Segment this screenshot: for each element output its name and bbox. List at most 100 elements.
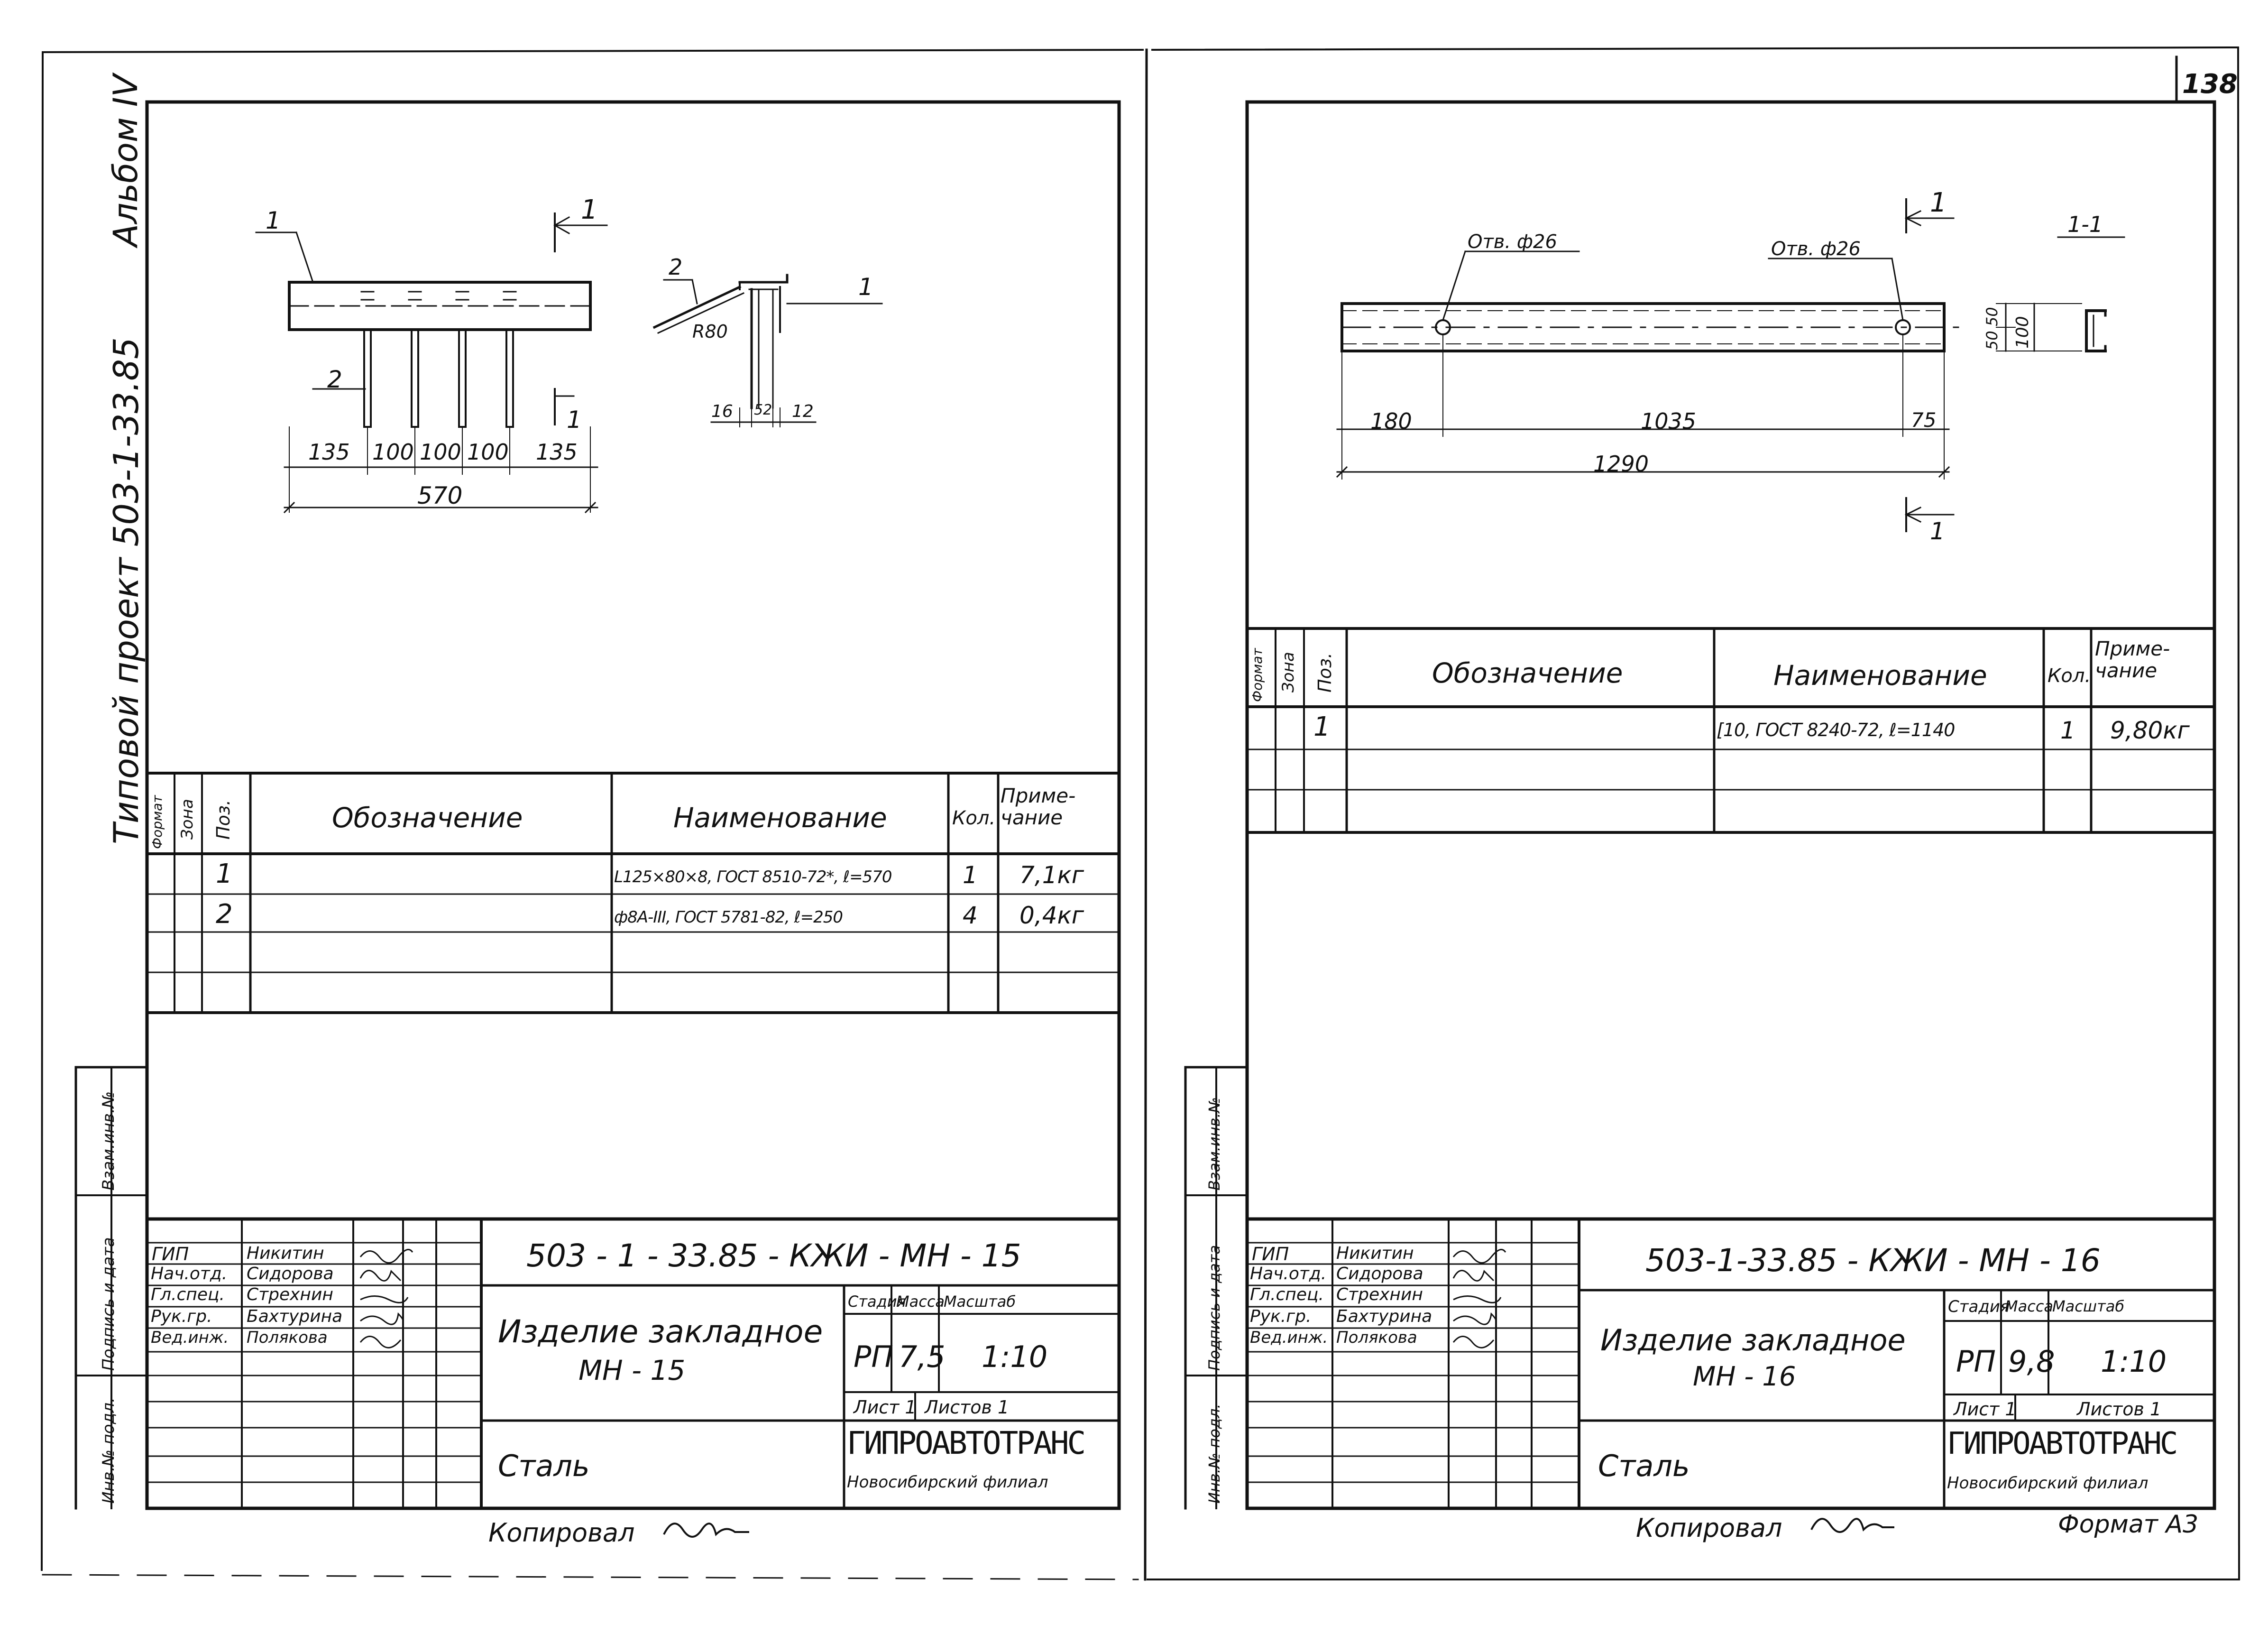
left-pos-1-label: 1 [266, 207, 281, 234]
left-spec-row1-pos: 1 [216, 859, 233, 889]
right-mass-label: Масса [2005, 1297, 2054, 1315]
left-spec-hdr-qty: Кол. [952, 807, 996, 829]
right-format-label: Формат А3 [2058, 1510, 2199, 1539]
left-spec-row1-note: 7,1кг [1019, 861, 1084, 889]
left-pos-2-label: 2 [327, 366, 342, 393]
left-section-dim-52: 52 [754, 402, 772, 418]
left-radius-label: R80 [692, 321, 728, 342]
left-name-1: Никитин [247, 1244, 324, 1263]
right-name-4: Бахтурина [1336, 1307, 1432, 1326]
right-spec-hdr-designation: Обозначение [1432, 657, 1623, 689]
left-spec-row2-pos: 2 [216, 899, 233, 930]
right-scale-label: Масштаб [2052, 1297, 2125, 1315]
left-section-pos-1: 1 [858, 273, 873, 301]
left-section-mark-top: 1 [581, 194, 598, 225]
right-dim-180: 180 [1370, 408, 1412, 434]
left-dim-5: 135 [536, 439, 578, 465]
right-role-4: Рук.гр. [1250, 1307, 1312, 1326]
right-spec-row1-pos: 1 [1313, 711, 1331, 742]
left-spec-row2-qty: 4 [963, 902, 978, 929]
left-org-branch: Новосибирский филиал [847, 1473, 1048, 1492]
right-spec-hdr-note: Приме-чание [2095, 637, 2170, 683]
left-section-mark-bottom: 1 [567, 406, 582, 434]
left-sheet-label: Лист 1 [854, 1397, 917, 1418]
right-sheets-label: Листов 1 [2077, 1399, 2162, 1420]
left-mass-label: Масса [896, 1293, 945, 1311]
left-product-line1: Изделие закладное [498, 1313, 823, 1350]
right-role-5: Вед.инж. [1250, 1328, 1328, 1347]
right-spec-hdr-qty: Кол. [2048, 665, 2091, 687]
right-name-1: Никитин [1336, 1244, 1414, 1263]
right-hole-right: Отв. ф26 [1771, 238, 1861, 260]
right-product-line1: Изделие закладное [1600, 1323, 1906, 1357]
right-hole-left: Отв. ф26 [1468, 231, 1557, 253]
left-spec-row2-note: 0,4кг [1019, 902, 1084, 929]
left-dim-1: 135 [308, 439, 350, 465]
left-role-4: Рук.гр. [151, 1307, 212, 1326]
right-name-5: Полякова [1336, 1328, 1417, 1347]
right-material: Сталь [1598, 1449, 1690, 1483]
sheet-number: 138 [2182, 69, 2238, 100]
left-mass: 7,5 [899, 1339, 946, 1374]
right-section-mark-bottom: 1 [1930, 517, 1945, 545]
left-total-dim: 570 [417, 482, 463, 509]
right-spec-hdr-name: Наименование [1773, 659, 1987, 692]
right-role-3: Гл.спец. [1250, 1285, 1324, 1304]
right-name-3: Стрехнин [1336, 1285, 1423, 1304]
right-stage-label: Стадия [1948, 1297, 2010, 1316]
left-dim-3: 100 [420, 439, 461, 465]
left-spec-row1-name: L125×80×8, ГОСТ 8510-72*, ℓ=570 [614, 868, 892, 886]
right-section-title: 1-1 [2067, 212, 2103, 237]
right-stage: РП [1956, 1344, 1996, 1379]
left-scale-label: Масштаб [944, 1293, 1016, 1311]
left-org-name: ГИПРОАВТОТРАНС [847, 1425, 1086, 1461]
left-stage-label: Стадия [848, 1293, 906, 1311]
right-spec-row1-qty: 1 [2060, 717, 2075, 744]
left-spec-row1-qty: 1 [963, 861, 978, 889]
left-name-3: Стрехнин [247, 1285, 333, 1304]
left-sheets-label: Листов 1 [925, 1397, 1010, 1418]
right-section-mark-top: 1 [1930, 187, 1947, 218]
right-mass: 9,8 [2008, 1344, 2055, 1379]
right-doc-code: 503-1-33.85 - КЖИ - МН - 16 [1645, 1242, 2101, 1279]
left-dim-2: 100 [372, 439, 414, 465]
right-spec-row1-note: 9,80кг [2110, 717, 2190, 744]
right-copied: Копировал [1636, 1513, 1782, 1543]
left-section-pos-2: 2 [669, 254, 683, 280]
right-scale: 1:10 [2101, 1344, 2167, 1379]
right-name-2: Сидорова [1336, 1264, 1423, 1283]
left-section-dim-16: 16 [711, 402, 733, 421]
left-section-dim-12: 12 [792, 402, 814, 421]
left-stage: РП [854, 1339, 894, 1374]
left-name-5: Полякова [247, 1328, 328, 1347]
left-spec-hdr-designation: Обозначение [332, 802, 523, 834]
right-org-name: ГИПРОАВТОТРАНС [1947, 1426, 2178, 1461]
left-spec-row2-name: ф8А-III, ГОСТ 5781-82, ℓ=250 [614, 908, 843, 927]
left-role-1: ГИП [152, 1244, 189, 1265]
left-name-4: Бахтурина [247, 1307, 343, 1326]
left-role-5: Вед.инж. [151, 1328, 229, 1347]
right-spec-row1-name: [10, ГОСТ 8240-72, ℓ=1140 [1717, 720, 1955, 740]
right-role-1: ГИП [1252, 1244, 1289, 1265]
left-material: Сталь [498, 1449, 590, 1483]
right-sheet-label: Лист 1 [1954, 1399, 2017, 1420]
left-scale: 1:10 [982, 1339, 1048, 1374]
left-copied: Копировал [488, 1518, 635, 1548]
right-dim-1290: 1290 [1593, 451, 1649, 477]
right-product-line2: МН - 16 [1693, 1361, 1796, 1392]
left-spec-hdr-name: Наименование [673, 802, 887, 834]
left-name-2: Сидорова [247, 1264, 334, 1283]
right-dim-75: 75 [1911, 408, 1937, 432]
right-org-branch: Новосибирский филиал [1947, 1474, 2149, 1493]
right-role-2: Нач.отд. [1250, 1264, 1327, 1283]
left-role-2: Нач.отд. [151, 1264, 228, 1283]
right-dim-1035: 1035 [1641, 408, 1697, 434]
left-doc-code: 503 - 1 - 33.85 - КЖИ - МН - 15 [526, 1237, 1021, 1274]
left-spec-hdr-note: Приме-чание [1001, 784, 1076, 830]
left-dim-4: 100 [467, 439, 509, 465]
